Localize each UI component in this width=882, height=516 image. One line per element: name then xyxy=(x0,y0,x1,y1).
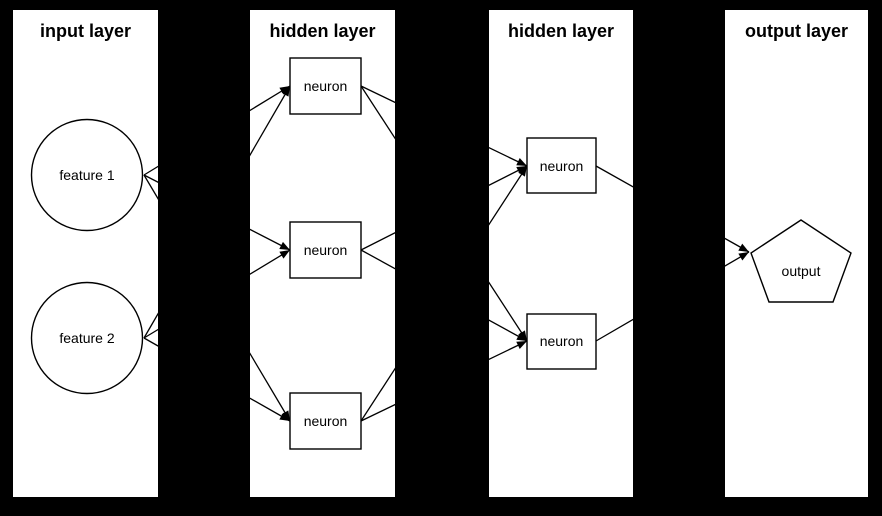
edge-h1n1-h2n2 xyxy=(360,85,528,342)
node-hidden2-neuron1-box xyxy=(526,137,597,194)
layer-title-hidden-2: hidden layer xyxy=(508,21,614,41)
edges xyxy=(143,85,750,422)
edge-feature1-h1n1 xyxy=(143,85,291,176)
node-output-pentagon xyxy=(750,219,852,303)
edge-feature2-h1n1 xyxy=(143,85,291,339)
edge-h2n1-output xyxy=(595,165,750,253)
node-label-feature-1: feature 1 xyxy=(59,167,114,183)
node-label-h1-neuron1: neuron xyxy=(304,78,348,94)
nodes xyxy=(30,57,852,450)
node-label-h2-neuron1: neuron xyxy=(540,158,584,174)
node-hidden2-neuron2-box xyxy=(526,313,597,370)
edge-h1n3-h2n1 xyxy=(360,165,528,422)
panel-input-layer xyxy=(13,10,158,497)
labels: input layer hidden layer hidden layer ou… xyxy=(40,21,848,429)
edge-feature2-h1n3 xyxy=(143,337,291,422)
layer-title-output: output layer xyxy=(745,21,848,41)
node-label-h2-neuron2: neuron xyxy=(540,333,584,349)
node-label-h1-neuron3: neuron xyxy=(304,413,348,429)
edge-h1n3-h2n2 xyxy=(360,340,528,422)
node-label-feature-2: feature 2 xyxy=(59,330,114,346)
edge-h2n2-output xyxy=(595,251,750,342)
node-label-h1-neuron2: neuron xyxy=(304,242,348,258)
panel-hidden-layer-2 xyxy=(489,10,633,497)
node-feature-1-circle xyxy=(30,118,144,232)
edge-h1n1-h2n1 xyxy=(360,85,528,167)
edge-feature2-h1n2 xyxy=(143,249,291,339)
edge-h1n2-h2n2 xyxy=(360,249,528,342)
layer-title-input: input layer xyxy=(40,21,131,41)
node-feature-2-circle xyxy=(30,281,144,395)
node-hidden1-neuron1-box xyxy=(289,57,362,115)
layer-title-hidden-1: hidden layer xyxy=(269,21,375,41)
edge-h1n2-h2n1 xyxy=(360,165,528,251)
node-hidden1-neuron3-box xyxy=(289,392,362,450)
layer-panels xyxy=(13,10,868,497)
node-hidden1-neuron2-box xyxy=(289,221,362,279)
node-label-output: output xyxy=(782,263,821,279)
edge-feature1-h1n3 xyxy=(143,174,291,422)
